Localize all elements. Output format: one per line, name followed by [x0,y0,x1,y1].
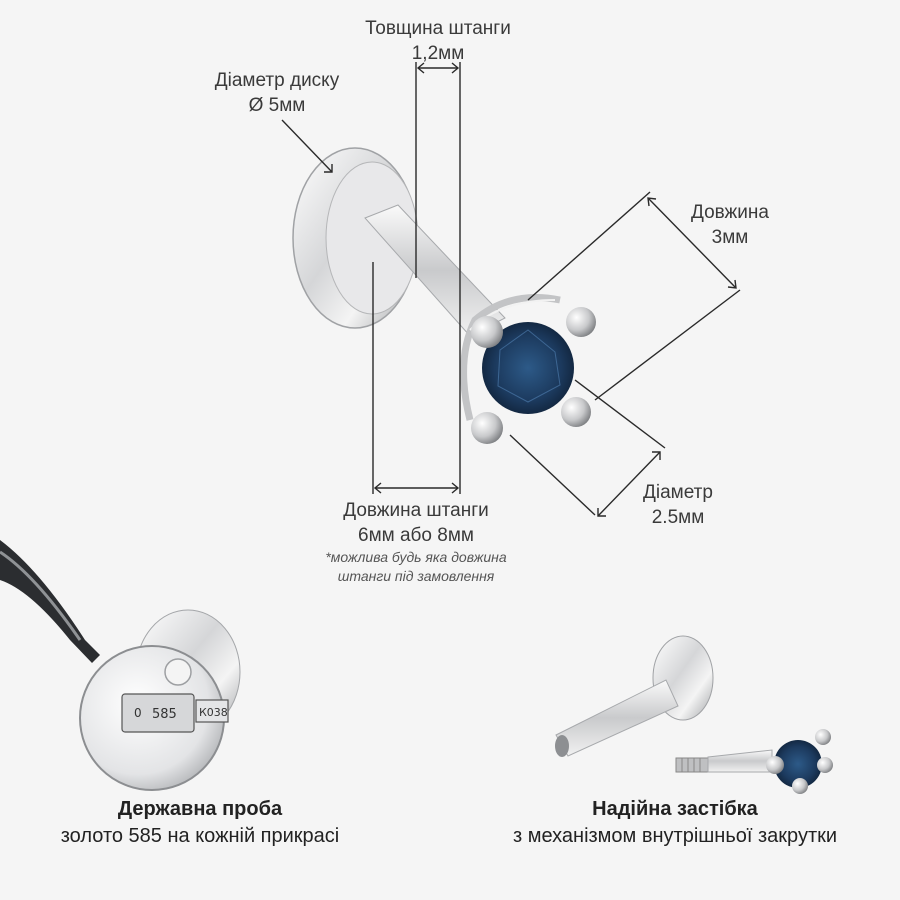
disc-diameter-pointer [281,119,333,173]
bar-thickness-label: Товщина штанги 1,2мм [340,16,536,66]
bar-length-label: Довжина штанги 6мм або 8мм *можлива будь… [300,498,532,586]
diameter-arrow [597,451,661,517]
length-title: Довжина [691,202,769,223]
prong-ball [471,412,503,444]
length-value: 3мм [711,227,749,248]
clasp-bar [555,679,679,757]
prong-ball [817,757,833,773]
diameter-value: 2.5мм [651,507,705,528]
hallmark-loupe: 0 585 К038 [0,540,241,791]
diameter-label: Діаметр 2.5мм [618,480,738,530]
length-ext-bottom [594,289,741,401]
arrowhead [416,62,425,74]
bar-length-value: 6мм або 8мм [358,525,474,546]
main-earring [292,147,596,444]
arrowhead [451,62,460,74]
prong-ball [792,778,808,794]
arrowhead [597,508,606,517]
dimension-lines [281,62,741,517]
hallmark-left: 0 [134,706,142,720]
tweezers-highlight [0,550,82,641]
hallmark-mark: 585 [152,707,177,722]
prong-ball [561,397,591,427]
clasp-caption-title: Надійна застібка [592,798,758,820]
arrowhead [647,197,657,207]
arrowhead [727,279,737,289]
diameter-ext-top [574,379,666,449]
hallmark-plate [121,693,195,733]
hallmark-code: К038 [199,706,228,719]
thread [675,757,711,773]
diameter-ext-bottom [509,434,596,516]
arrowhead [451,482,460,494]
clasp-bar-end [555,735,569,757]
prong-ball [566,307,596,337]
arrowhead [373,482,382,494]
clasp-pin [707,749,773,773]
prong-ball [766,756,784,774]
hallmark-caption-title: Державна проба [117,798,283,820]
clasp-caption: Надійна застібка з механізмом внутрішньо… [470,796,880,850]
length-ext-top [527,191,651,301]
hallmark-stone [164,658,192,686]
disc-diameter-title: Діаметр диску [214,70,340,91]
bar-length-title: Довжина штанги [343,500,489,521]
diameter-title: Діаметр [643,482,713,503]
arrowhead [324,164,333,173]
clasp-illustration [555,635,833,794]
clasp-caption-text: з механізмом внутрішньої закрутки [512,825,838,847]
gem [482,322,574,414]
prong-ball [815,729,831,745]
prong-ball [471,316,503,348]
gem-facets [497,329,561,403]
hallmark-caption: Державна проба золото 585 на кожній прик… [20,796,380,850]
length-label: Довжина 3мм [668,200,792,250]
bar-length-note-2: штанги під замовлення [337,568,495,584]
hallmark-caption-text: золото 585 на кожній прикрасі [60,825,340,847]
bar-length-note-1: *можлива будь яка довжина [325,549,507,565]
bar-thickness-title: Товщина штанги [365,18,511,39]
disc-diameter-label: Діаметр диску Ø 5мм [192,68,362,118]
bar [364,204,506,337]
hallmark-code-box [195,699,229,723]
arrowhead [652,451,661,460]
length-arrow [647,197,737,289]
bar-thickness-value: 1,2мм [411,43,465,64]
disc-diameter-value: Ø 5мм [248,95,306,116]
clasp-gem [774,740,822,788]
